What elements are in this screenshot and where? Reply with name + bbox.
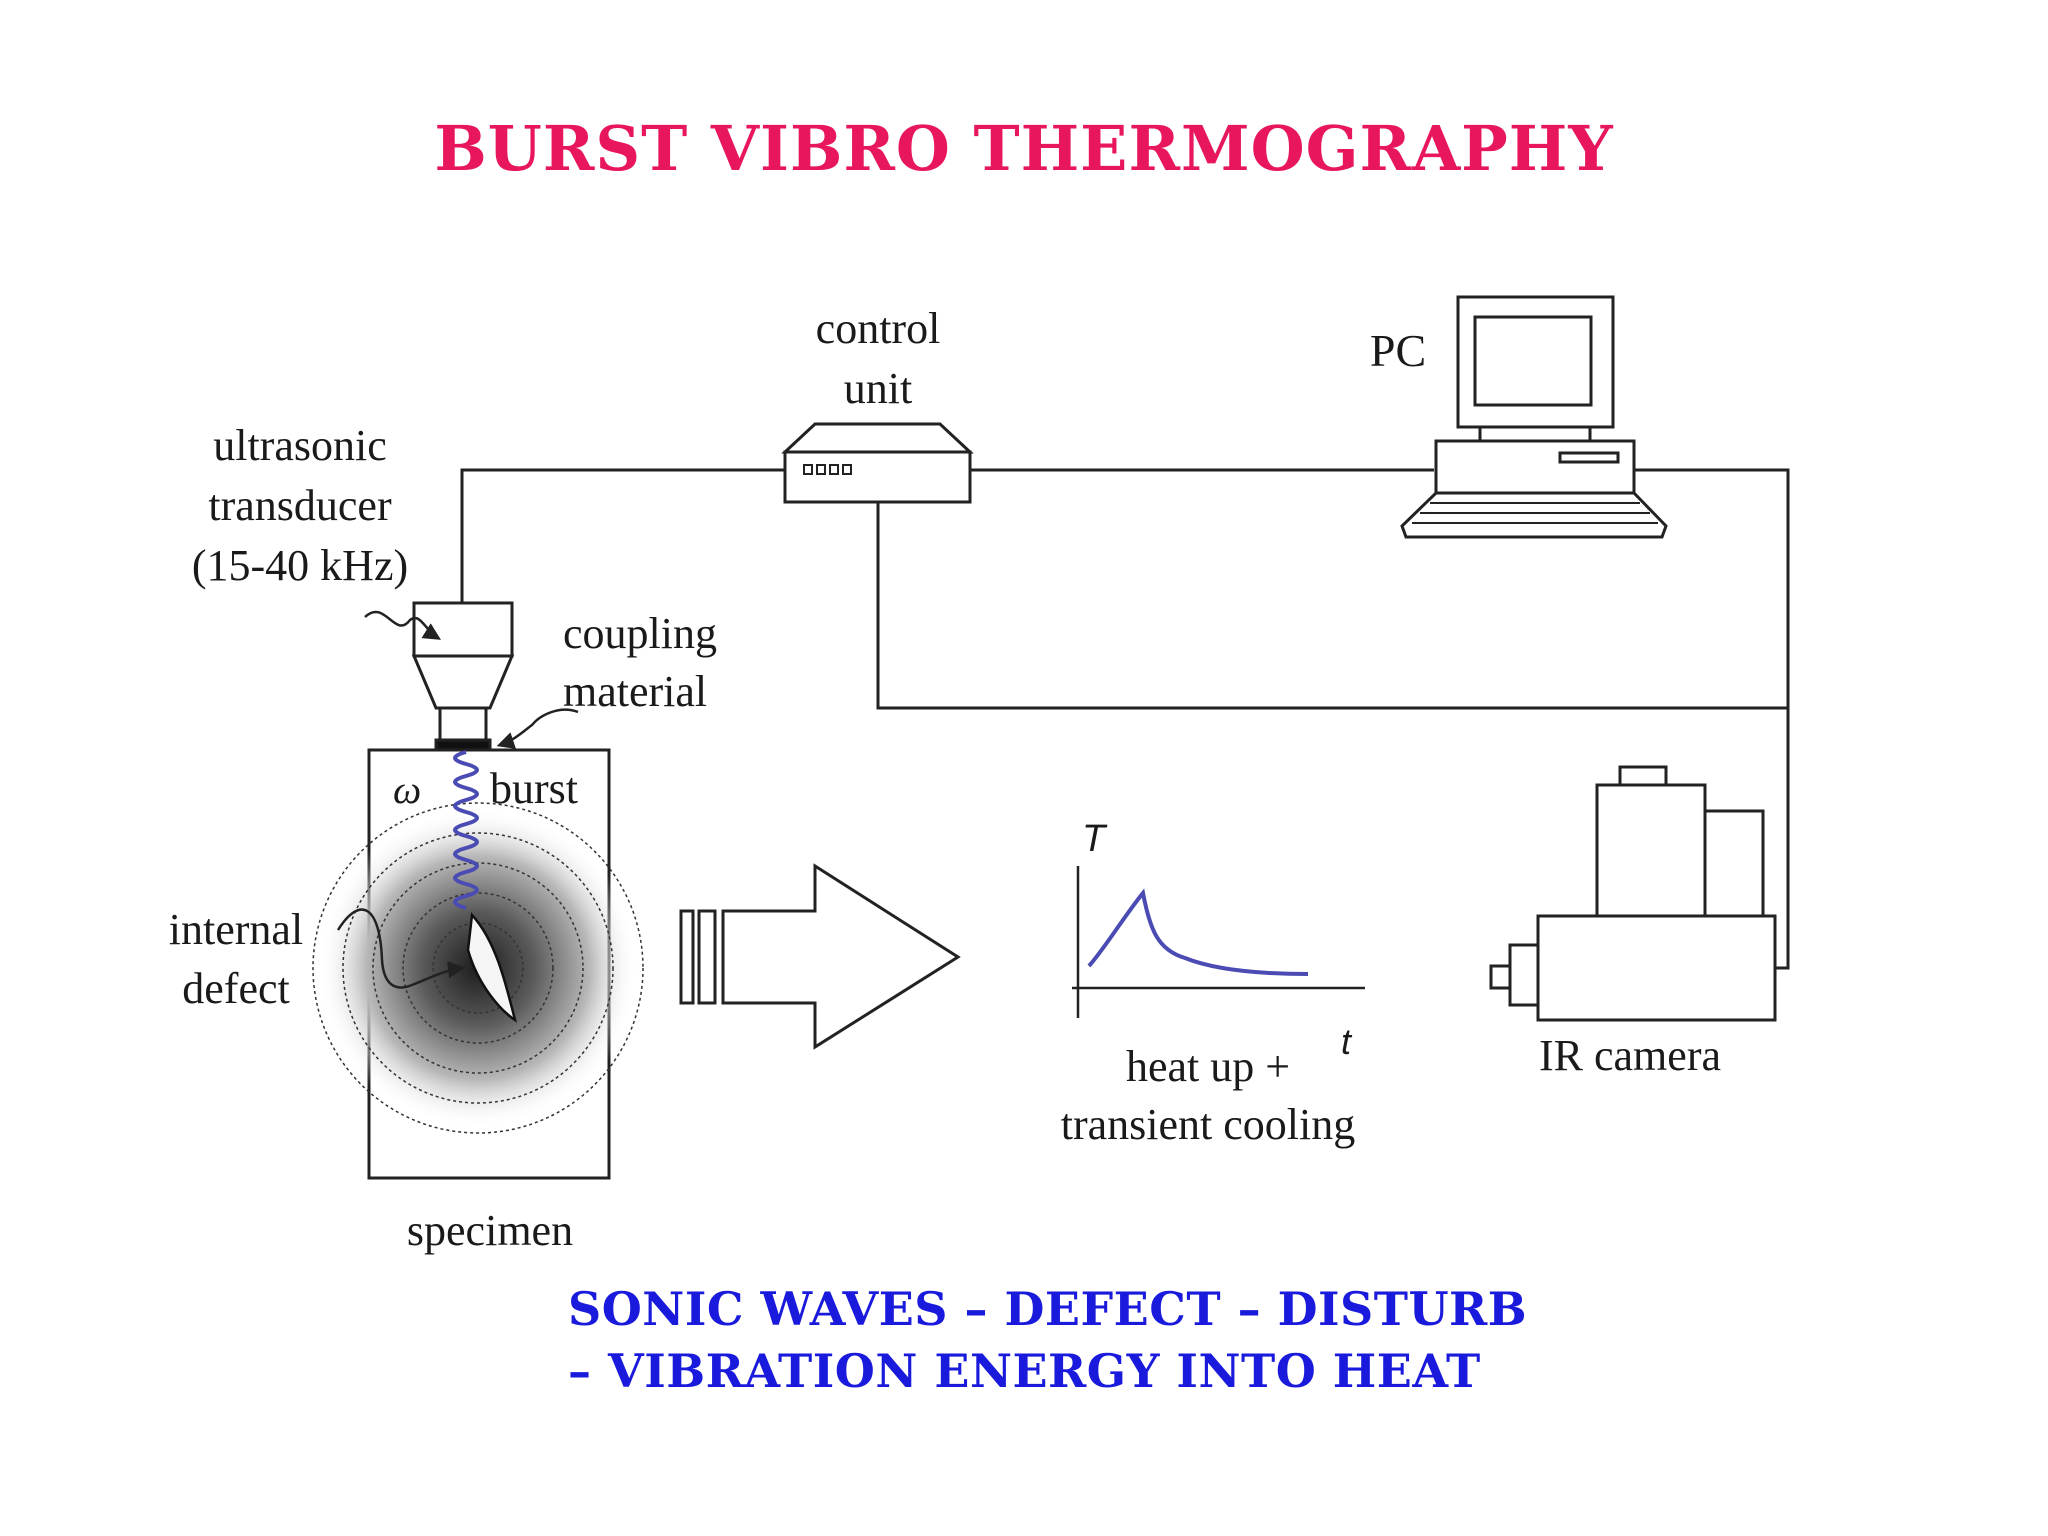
pc-computer: [1400, 295, 1668, 539]
graph-caption-1: heat up +: [1126, 1042, 1290, 1091]
coupling-label-1: coupling: [563, 609, 717, 658]
defect-pointer-arrow: [336, 908, 466, 989]
transducer-pointer-arrow: [364, 610, 441, 640]
defect-label-2: defect: [182, 964, 289, 1013]
ir-camera-label: IR camera: [1539, 1031, 1721, 1080]
internal-defect-crack: [466, 912, 517, 1023]
burst-wave: [453, 750, 479, 910]
graph-t-axis-label: T: [1082, 818, 1108, 860]
coupling-label-2: material: [563, 667, 707, 716]
defect-label-1: internal: [169, 905, 303, 954]
omega-label: ω: [393, 767, 421, 812]
ir-camera: [1489, 765, 1777, 1022]
process-arrow: [679, 863, 961, 1050]
control-unit-label-2: unit: [844, 364, 912, 413]
burst-label: burst: [490, 764, 578, 813]
temperature-curve: [1087, 888, 1309, 976]
slide-title: BURST VIBRO THERMOGRAPHY: [434, 112, 1614, 185]
coupling-pointer-arrow: [496, 708, 579, 749]
transducer-label-2: transducer: [208, 481, 392, 530]
ultrasonic-transducer: [411, 601, 515, 752]
caption-line-1: SONIC WAVES – DEFECT – DISTURB: [568, 1282, 1528, 1336]
pc-label: PC: [1370, 325, 1426, 376]
temperature-graph: T t: [1072, 818, 1365, 1062]
graph-time-axis-label: t: [1341, 1021, 1353, 1062]
graph-caption-2: transient cooling: [1061, 1100, 1356, 1149]
transducer-label-3: (15-40 kHz): [192, 541, 408, 590]
transducer-label-1: ultrasonic: [213, 421, 387, 470]
control-unit-label-1: control: [816, 304, 941, 353]
control-unit: [781, 422, 974, 504]
connection-wires: [460, 468, 1790, 970]
specimen-label: specimen: [407, 1206, 573, 1255]
slide-caption: SONIC WAVES – DEFECT – DISTURB – VIBRATI…: [568, 1278, 1527, 1402]
specimen-block: [312, 748, 644, 1180]
caption-line-2: – VIBRATION ENERGY INTO HEAT: [568, 1344, 1481, 1398]
